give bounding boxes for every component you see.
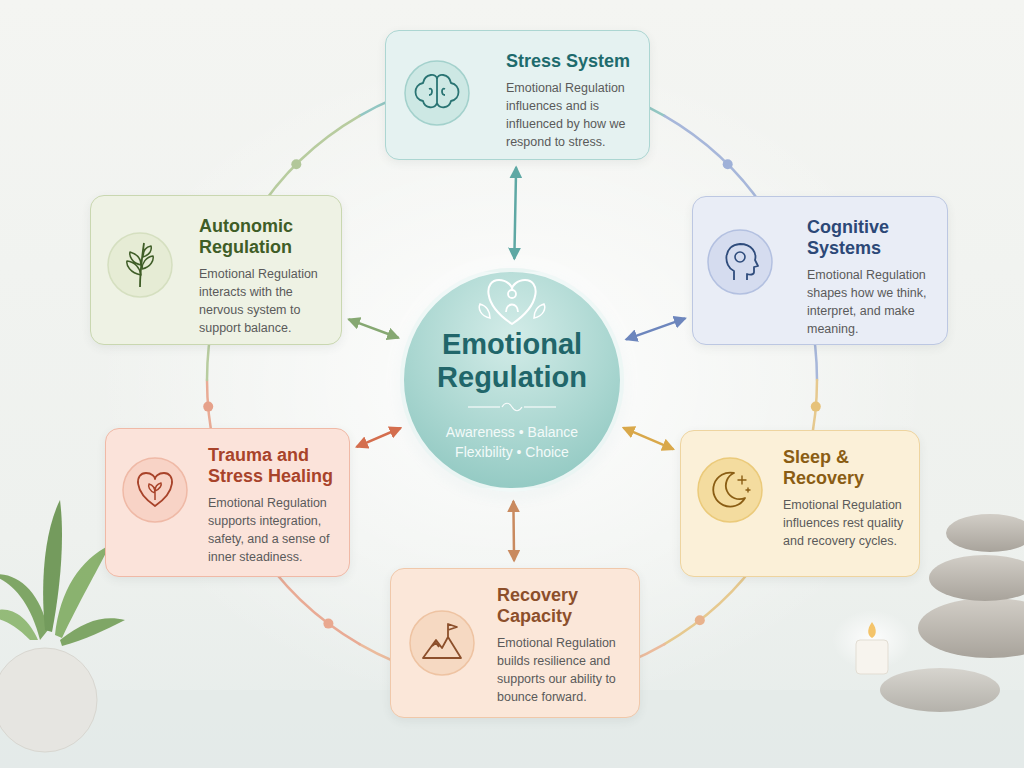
leaf — [0, 610, 38, 640]
node-description: Awareness • Balance Flexibility • Choice — [432, 422, 592, 462]
node-description: Emotional Regulation interacts with the … — [199, 265, 331, 337]
node-title: Stress System — [506, 51, 637, 72]
stem-glyph — [140, 243, 144, 287]
node-title: Autonomic Regulation — [199, 216, 331, 258]
double-arrow — [349, 320, 397, 338]
node-description: Emotional Regulation influences rest qua… — [783, 496, 911, 550]
soft-glow — [92, 50, 932, 710]
divider-line — [468, 406, 500, 407]
double-arrow — [357, 428, 400, 446]
candle-flame — [868, 622, 876, 638]
topic-box: Trauma and Stress HealingEmotional Regul… — [105, 428, 350, 577]
center-circle: Emotional RegulationAwareness • Balance … — [400, 268, 624, 492]
candle-body — [856, 640, 888, 674]
ring-dot — [291, 159, 301, 169]
node-title: Sleep & Recovery — [783, 447, 911, 489]
gear-glyph — [735, 252, 745, 262]
head-glyph — [726, 244, 758, 280]
stone — [946, 514, 1024, 552]
node-title: Emotional Regulation — [412, 328, 612, 394]
divider-ornament — [502, 403, 522, 411]
stone — [918, 598, 1024, 658]
heart-glyph — [488, 280, 535, 324]
leaf-glyph — [479, 304, 544, 318]
person-head — [508, 290, 516, 298]
icon-disc — [123, 458, 187, 522]
double-arrow — [624, 428, 673, 449]
ring-dot — [811, 402, 821, 412]
brain-icon — [405, 61, 469, 125]
double-arrow — [512, 502, 515, 560]
node-title: Cognitive Systems — [807, 217, 937, 259]
icon-disc — [405, 61, 469, 125]
double-arrow — [514, 168, 516, 258]
node-title: Trauma and Stress Healing — [208, 445, 341, 487]
ring-dot — [203, 402, 213, 412]
stone — [880, 668, 1000, 712]
leaf-icon — [108, 233, 172, 297]
vase — [0, 648, 97, 752]
node-description: Emotional Regulation influences and is i… — [506, 79, 637, 151]
ring-dot — [323, 619, 333, 629]
icon-disc — [410, 611, 474, 675]
leaf — [60, 618, 125, 646]
sparkle-glyph — [738, 476, 750, 492]
leaf — [43, 500, 62, 632]
heart-sprout-icon — [123, 458, 187, 522]
title-divider — [468, 403, 556, 411]
stone — [929, 555, 1024, 601]
heart-glyph — [138, 473, 172, 506]
moon-icon — [698, 458, 762, 522]
topic-box: Autonomic RegulationEmotional Regulation… — [90, 195, 342, 345]
divider-line — [524, 406, 556, 407]
topic-box: Recovery CapacityEmotional Regulation bu… — [390, 568, 640, 718]
moon-glyph — [713, 473, 745, 507]
node-description: Emotional Regulation builds resilience a… — [497, 634, 629, 706]
node-description: Emotional Regulation shapes how we think… — [807, 266, 937, 338]
mountain-glyph — [423, 624, 461, 658]
ring-dot — [723, 159, 733, 169]
icon-disc — [698, 458, 762, 522]
heart-person-icon — [479, 280, 544, 324]
icon-disc — [108, 233, 172, 297]
topic-box: Sleep & RecoveryEmotional Regulation inf… — [680, 430, 920, 577]
ring-dot — [695, 615, 705, 625]
sprout-glyph — [149, 483, 162, 500]
candle — [832, 610, 912, 674]
icon-disc — [708, 230, 772, 294]
node-title: Recovery Capacity — [497, 585, 629, 627]
outer-ring — [207, 75, 817, 685]
mountain-icon — [410, 611, 474, 675]
leaves-glyph — [127, 246, 153, 275]
brain-glyph — [416, 75, 459, 107]
head-icon — [708, 230, 772, 294]
topic-box: Cognitive SystemsEmotional Regulation sh… — [692, 196, 948, 345]
topic-box: Stress SystemEmotional Regulation influe… — [385, 30, 650, 160]
person-body — [506, 305, 518, 313]
node-description: Emotional Regulation supports integratio… — [208, 494, 341, 566]
double-arrow — [627, 319, 685, 339]
